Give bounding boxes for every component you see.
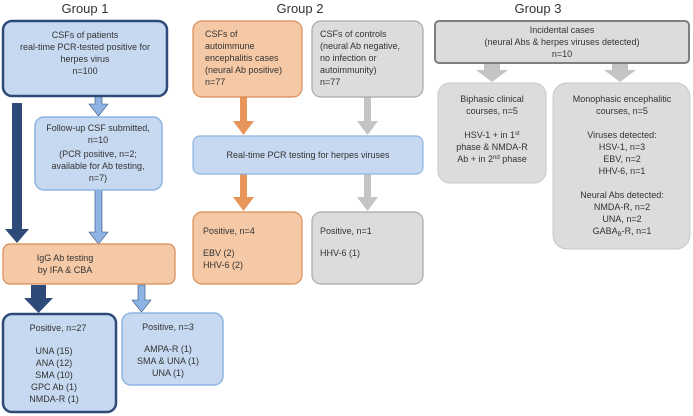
- autoimmune-line: encephalitis cases: [205, 53, 279, 63]
- arrow-patients-to-igg: [5, 103, 29, 243]
- arrow-pcr-to-positive-1: [357, 174, 378, 211]
- positive-27-item: GPC Ab (1): [31, 382, 77, 392]
- box-positive-27: [1, 312, 118, 414]
- viruses-title: Viruses detected:: [587, 130, 656, 140]
- igg-line-2: by IFA & CBA: [38, 265, 93, 275]
- box-positive-1: [311, 211, 424, 285]
- positive-3-item: AMPA-R (1): [144, 344, 192, 354]
- box-biphasic: [437, 82, 547, 184]
- box-positive-4: [192, 211, 303, 285]
- biphasic-line-3-sup: nd: [493, 155, 500, 161]
- arrow-igg-to-positive-27: [24, 285, 53, 313]
- patients-line: real-time PCR-tested positive for: [20, 42, 150, 52]
- biphasic-line-1: HSV-1 + in 1st: [464, 130, 520, 140]
- arrow-incidental-to-monophasic: [604, 63, 636, 82]
- followup-line: n=10: [88, 135, 108, 145]
- neural-ab-item: NMDA-R, n=2: [594, 202, 650, 212]
- virus-item: HHV-6, n=1: [599, 166, 646, 176]
- box-patients-csf-text: CSFs of patients real-time PCR-tested po…: [20, 30, 150, 76]
- positive-27-item: UNA (15): [35, 346, 72, 356]
- gaba-text: GABA: [593, 226, 618, 236]
- box-incidental-cases: [434, 20, 690, 64]
- box-controls-csf: [311, 20, 424, 98]
- biphasic-line-3-text: Ab + in 2: [457, 154, 493, 164]
- biphasic-head: Biphasic clinical: [460, 94, 524, 104]
- controls-line: (neural Ab negative,: [320, 41, 400, 51]
- controls-line: no infection or: [320, 53, 377, 63]
- positive-27-title: Positive, n=27: [30, 323, 87, 333]
- arrow-followup-to-igg: [88, 189, 109, 245]
- followup-line: (PCR positive, n=2;: [59, 149, 137, 159]
- positive-3-item: SMA & UNA (1): [137, 356, 199, 366]
- positive-27-item: ANA (12): [36, 358, 73, 368]
- monophasic-head: courses, n=5: [596, 106, 648, 116]
- positive-4-item: EBV (2): [203, 248, 235, 258]
- controls-line: n=77: [320, 77, 340, 87]
- biphasic-head: courses, n=5: [466, 106, 518, 116]
- positive-1-item: HHV-6 (1): [320, 248, 360, 258]
- controls-line: CSFs of controls: [320, 29, 387, 39]
- biphasic-line-3: Ab + in 2nd phase: [457, 154, 527, 164]
- biphasic-line-2: phase & NMDA-R: [456, 142, 528, 152]
- virus-item: EBV, n=2: [603, 154, 640, 164]
- monophasic-head: Monophasic encephalitic: [573, 94, 672, 104]
- arrow-controls-to-pcr: [357, 97, 378, 135]
- positive-4-item: HHV-6 (2): [203, 260, 243, 270]
- patients-line: CSFs of patients: [52, 30, 119, 40]
- positive-1-title: Positive, n=1: [320, 226, 372, 236]
- positive-27-item: NMDA-R (1): [29, 394, 79, 404]
- pcr-testing-label: Real-time PCR testing for herpes viruses: [226, 150, 390, 160]
- gaba-end: -R, n=1: [622, 226, 652, 236]
- autoimmune-line: CSFs of: [205, 29, 238, 39]
- biphasic-line-1-sup: st: [515, 131, 520, 137]
- incidental-line: (neural Abs & herpes viruses detected): [484, 37, 639, 47]
- neural-ab-item-gaba: GABAB-R, n=1: [593, 226, 652, 238]
- followup-line: n=7): [89, 173, 107, 183]
- followup-line: Follow-up CSF submitted,: [46, 123, 150, 133]
- group-1-header: Group 1: [62, 1, 109, 16]
- box-autoimmune-csf: [192, 20, 303, 98]
- gaba-sub: B: [618, 232, 622, 238]
- autoimmune-line: autoimmune: [205, 41, 255, 51]
- arrow-pcr-to-positive-4: [233, 174, 254, 211]
- virus-item: HSV-1, n=3: [599, 142, 645, 152]
- biphasic-line-3-end: phase: [500, 154, 527, 164]
- incidental-line: Incidental cases: [530, 25, 595, 35]
- patients-line: herpes virus: [60, 54, 110, 64]
- controls-line: autoimmunity): [320, 65, 377, 75]
- autoimmune-line: (neural Ab positive): [205, 65, 282, 75]
- positive-3-item: UNA (1): [152, 368, 184, 378]
- igg-line-1: IgG Ab testing: [37, 253, 94, 263]
- arrow-incidental-to-biphasic: [476, 63, 508, 82]
- positive-27-item: SMA (10): [35, 370, 73, 380]
- followup-line: available for Ab testing,: [51, 161, 144, 171]
- box-pcr-testing: [192, 135, 424, 175]
- positive-4-title: Positive, n=4: [203, 226, 255, 236]
- arrow-patients-to-followup: [88, 95, 109, 117]
- neural-ab-item: UNA, n=2: [602, 214, 641, 224]
- incidental-line: n=10: [552, 49, 572, 59]
- autoimmune-line: n=77: [205, 77, 225, 87]
- group-2-header: Group 2: [277, 1, 324, 16]
- neural-abs-title: Neural Abs detected:: [580, 190, 664, 200]
- box-igg-testing: [2, 243, 176, 285]
- patients-line: n=100: [72, 66, 97, 76]
- box-monophasic: [552, 82, 691, 250]
- biphasic-line-1-text: HSV-1 + in 1: [464, 130, 515, 140]
- box-followup-csf-text: Follow-up CSF submitted, n=10 (PCR posit…: [46, 123, 150, 183]
- box-followup-csf: [34, 116, 163, 191]
- positive-3-title: Positive, n=3: [142, 322, 194, 332]
- arrow-igg-to-positive-3: [131, 284, 152, 313]
- arrow-autoimmune-to-pcr: [233, 97, 254, 135]
- box-positive-3: [121, 312, 224, 386]
- box-patients-csf: [1, 19, 169, 98]
- group-3-header: Group 3: [515, 1, 562, 16]
